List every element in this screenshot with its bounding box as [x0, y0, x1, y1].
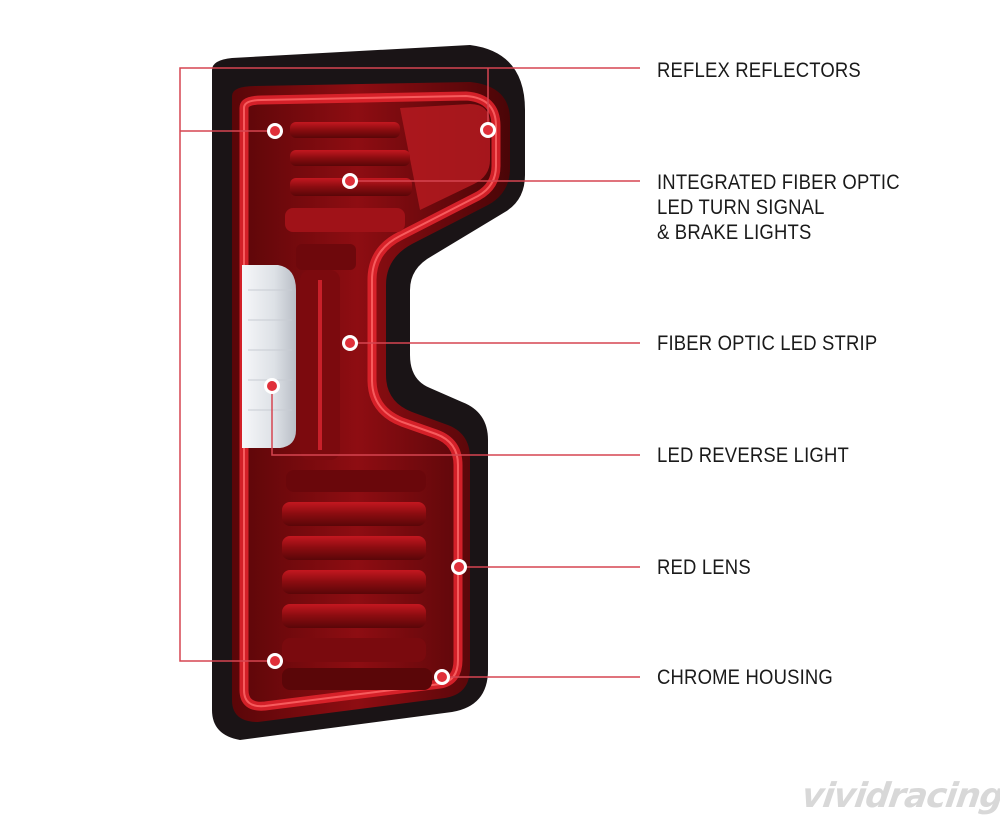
- label-fiber-line-2: LED TURN SIGNAL: [657, 196, 825, 219]
- reverse-light-lens: [242, 265, 296, 448]
- leader-reverse: [271, 386, 640, 456]
- dot-reflex-left-upper: [267, 123, 283, 139]
- dot-fiber-turn: [342, 173, 358, 189]
- label-led-reverse-light: LED REVERSE LIGHT: [657, 444, 849, 467]
- callout-dots: [264, 122, 496, 685]
- label-fiber-optic-turn-brake: INTEGRATED FIBER OPTIC LED TURN SIGNAL &…: [657, 170, 900, 245]
- lower-light-bars: [282, 470, 432, 690]
- label-red-lens: RED LENS: [657, 556, 751, 579]
- dot-reflex-right: [480, 122, 496, 138]
- dot-fiber-strip: [342, 335, 358, 351]
- leader-reflex-main: [179, 67, 640, 662]
- watermark-logo: vividracing: [799, 776, 1000, 816]
- leader-lines: [179, 67, 640, 678]
- red-lens-body: [232, 82, 510, 722]
- label-fiber-line-3: & BRAKE LIGHTS: [657, 221, 812, 244]
- dot-reverse: [264, 378, 280, 394]
- label-fiber-line-1: INTEGRATED FIBER OPTIC: [657, 171, 900, 194]
- dot-reflex-left-lower: [267, 653, 283, 669]
- reflex-reflector-upper: [400, 104, 490, 210]
- label-fiber-optic-strip: FIBER OPTIC LED STRIP: [657, 332, 878, 355]
- label-chrome-housing: CHROME HOUSING: [657, 666, 833, 689]
- dot-chrome: [434, 669, 450, 685]
- dot-red-lens: [451, 559, 467, 575]
- label-reflex-reflectors: REFLEX REFLECTORS: [657, 59, 861, 82]
